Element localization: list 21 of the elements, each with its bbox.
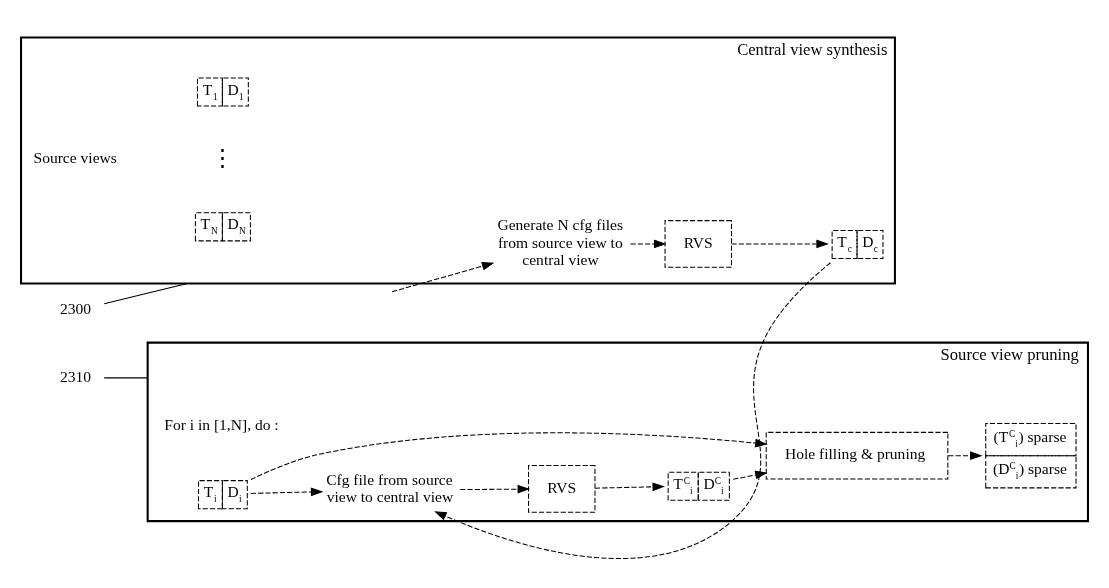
arrow bbox=[250, 487, 324, 497]
connector bbox=[103, 377, 149, 379]
arrow bbox=[629, 239, 667, 249]
node-text: Source views bbox=[33, 148, 117, 166]
arrow bbox=[391, 261, 495, 293]
arrow bbox=[434, 262, 831, 560]
arrow bbox=[731, 239, 829, 249]
arrow bbox=[459, 484, 531, 494]
arrow bbox=[947, 451, 983, 461]
label: ⋮ bbox=[210, 144, 234, 170]
node-box: RVS bbox=[664, 220, 732, 268]
node-text: 2310 bbox=[59, 367, 92, 385]
arrow bbox=[594, 482, 665, 492]
node-box: Hole filling & pruning bbox=[765, 431, 949, 480]
arrow bbox=[250, 432, 768, 481]
node-text: 2300 bbox=[59, 300, 92, 318]
node-box: RVS bbox=[528, 465, 596, 513]
node-text: Cfg file from source view to central view bbox=[326, 470, 454, 506]
arrow bbox=[732, 470, 768, 480]
node-text: Generate N cfg files from source view to central view bbox=[497, 215, 624, 269]
connector bbox=[103, 282, 188, 305]
